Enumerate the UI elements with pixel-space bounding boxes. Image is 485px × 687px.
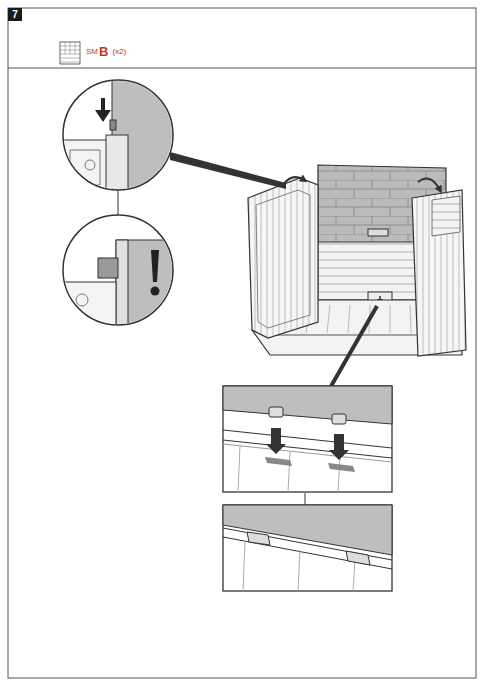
part-code: SM (86, 48, 98, 56)
part-quantity: (x2) (112, 48, 126, 56)
step-number: 7 (12, 10, 18, 20)
part-letter: B (99, 45, 108, 58)
